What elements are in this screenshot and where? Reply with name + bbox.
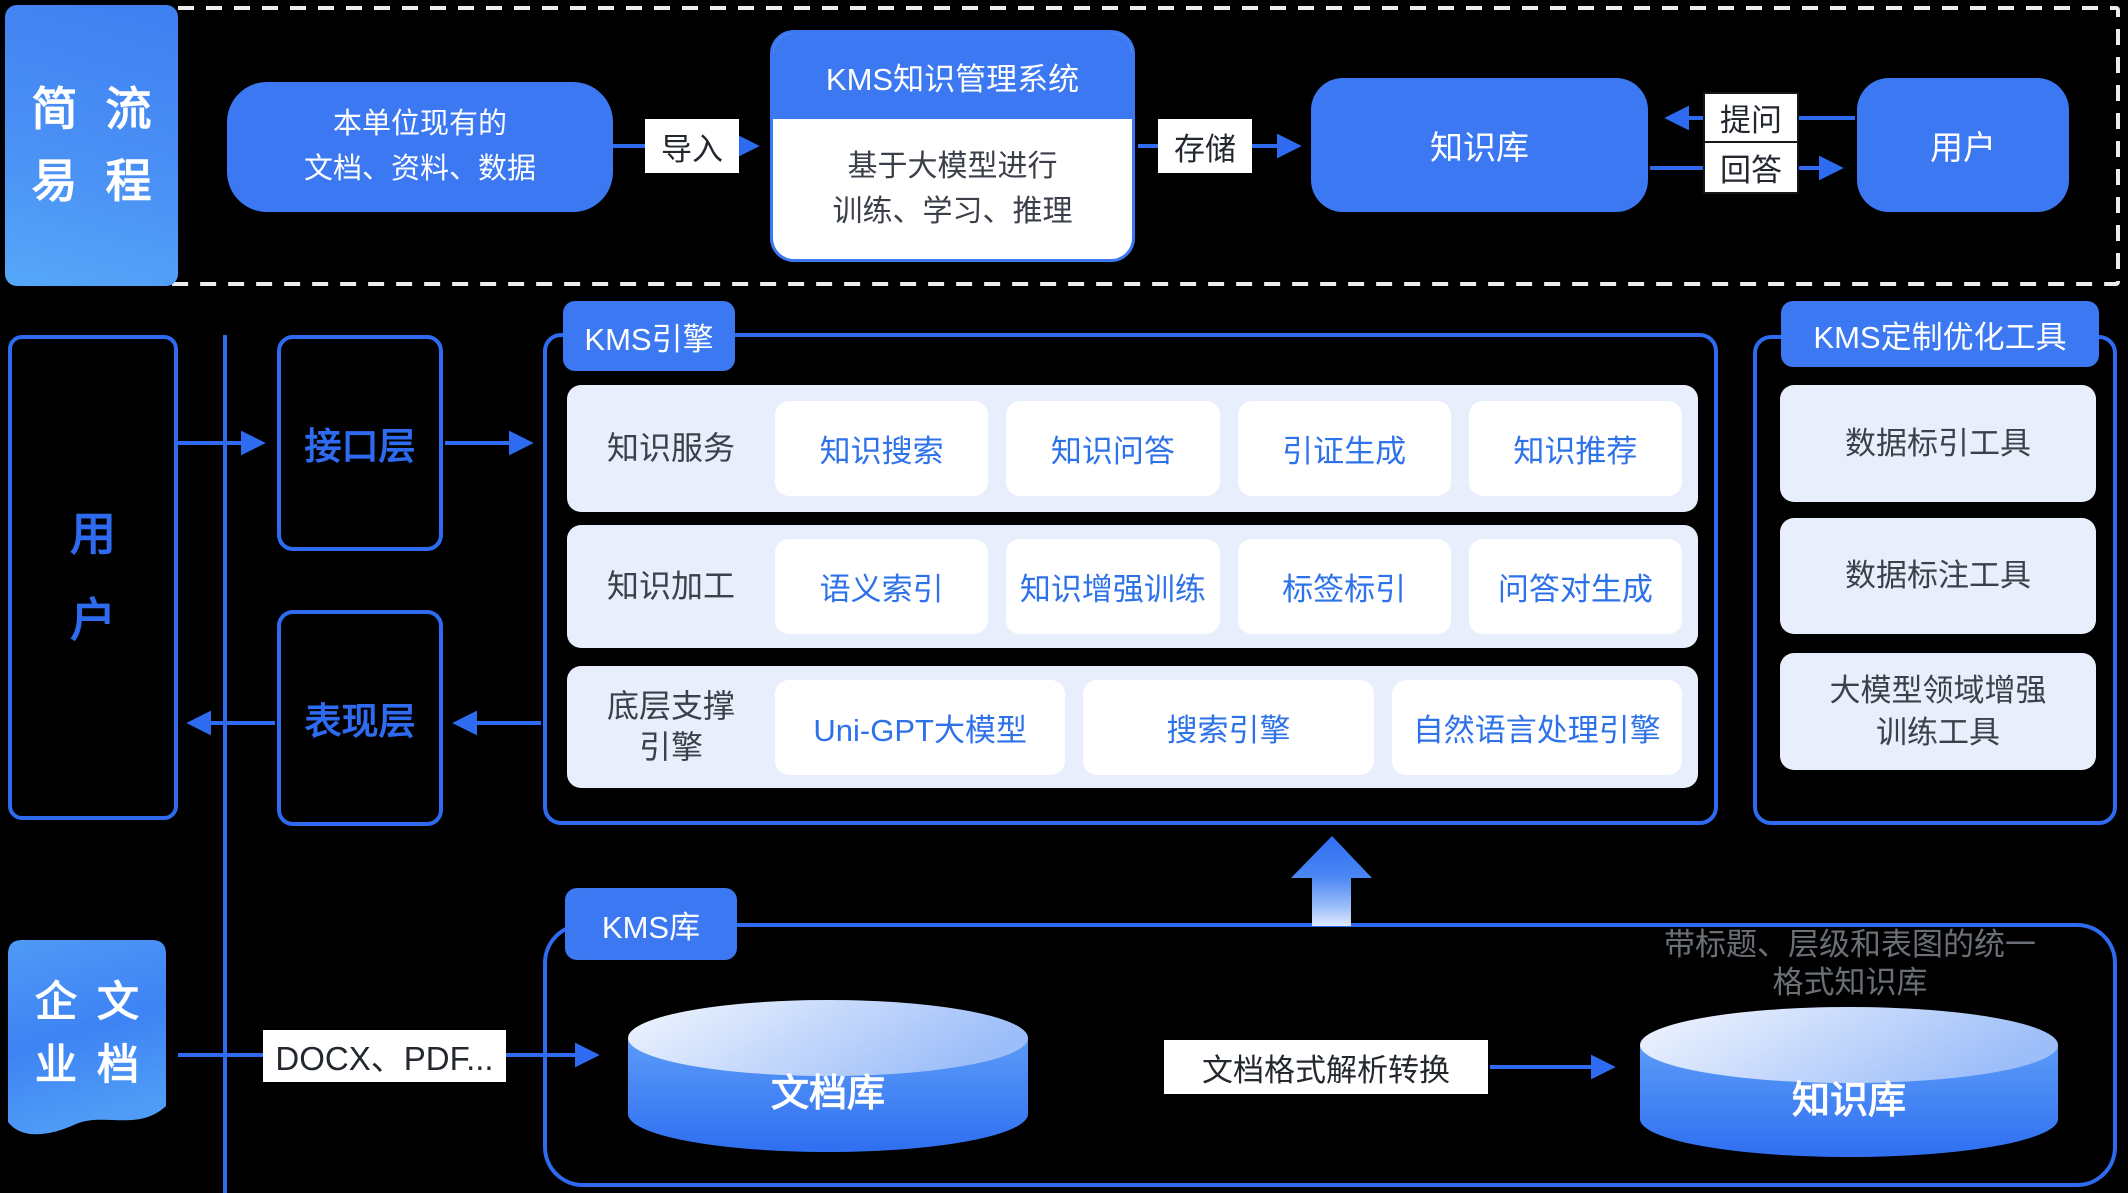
note-line2: 格式知识库 — [1772, 965, 1928, 1000]
interface-layer-box: 接口层 — [277, 335, 443, 551]
up-arrow-icon — [1291, 836, 1372, 926]
engine-chip: 自然语言处理引擎 — [1391, 679, 1682, 775]
engine-row-chips: 语义索引 知识增强训练 标签标引 问答对生成 — [775, 539, 1698, 634]
engine-row-label: 知识服务 — [567, 428, 775, 469]
engine-chip: 语义索引 — [775, 539, 989, 634]
existing-docs-line2: 文档、资料、数据 — [303, 153, 536, 185]
tool-box-llm-domain-training: 大模型领域增强 训练工具 — [1780, 653, 2096, 770]
simple-flow-badge: 简易 流程 — [5, 5, 178, 286]
knowledge-base-box-top: 知识库 — [1311, 78, 1648, 212]
engine-row-chips: 知识搜索 知识问答 引证生成 知识推荐 — [775, 401, 1698, 496]
engine-row-underlying-support: 底层支撑 引擎 Uni-GPT大模型 搜索引擎 自然语言处理引擎 — [567, 666, 1698, 788]
engine-row-chips: Uni-GPT大模型 搜索引擎 自然语言处理引擎 — [775, 679, 1698, 775]
existing-docs-box: 本单位现有的 文档、资料、数据 — [227, 82, 613, 212]
user-vertical-label: 用户 — [70, 508, 116, 646]
engine-chip: 问答对生成 — [1468, 539, 1682, 634]
kms-library-tab: KMS库 — [565, 888, 737, 960]
doc-formats-label: DOCX、PDF... — [263, 1030, 506, 1082]
engine-chip: 知识推荐 — [1468, 401, 1682, 496]
engine-chip: Uni-GPT大模型 — [775, 679, 1066, 775]
doc-db-label: 文档库 — [770, 1073, 885, 1115]
user-box-middle: 用户 — [8, 335, 178, 820]
unified-format-note: 带标题、层级和表图的统一 格式知识库 — [1630, 926, 2070, 1002]
doc-badge-column: 文档 — [96, 978, 139, 1088]
engine-row-knowledge-processing: 知识加工 语义索引 知识增强训练 标签标引 问答对生成 — [567, 525, 1698, 648]
row-label-line1: 知识加工 — [606, 568, 735, 604]
kms-system-body: 基于大模型进行 训练、学习、推理 — [773, 119, 1132, 259]
user-box-top: 用户 — [1857, 78, 2069, 212]
row-label-line1: 底层支撑 — [606, 688, 735, 724]
engine-row-knowledge-service: 知识服务 知识搜索 知识问答 引证生成 知识推荐 — [567, 385, 1698, 512]
engine-chip: 知识搜索 — [775, 401, 989, 496]
engine-chip: 标签标引 — [1237, 539, 1451, 634]
engine-row-label: 知识加工 — [567, 566, 775, 607]
vertical-bus-line — [223, 335, 227, 1193]
kms-engine-panel — [543, 333, 1718, 825]
tool-line1: 数据标引工具 — [1845, 425, 2031, 461]
row-label-line1: 知识服务 — [606, 430, 735, 466]
row-label-line2: 引擎 — [638, 729, 703, 765]
ask-label: 提问 — [1703, 92, 1799, 143]
tool-line1: 大模型领域增强 — [1829, 672, 2047, 708]
store-label: 存储 — [1158, 119, 1252, 173]
engine-row-label: 底层支撑 引擎 — [567, 686, 775, 768]
engine-chip: 知识问答 — [1006, 401, 1220, 496]
kms-system-box: KMS知识管理系统 基于大模型进行 训练、学习、推理 — [770, 30, 1135, 262]
badge-column: 流程 — [105, 83, 152, 207]
doc-badge-column: 企业 — [34, 978, 77, 1088]
tool-box-data-labeling: 数据标注工具 — [1780, 518, 2096, 634]
engine-chip: 搜索引擎 — [1083, 679, 1374, 775]
badge-column: 简易 — [31, 83, 78, 207]
kms-system-title: KMS知识管理系统 — [773, 33, 1132, 119]
knowledge-db-label: 知识库 — [1791, 1080, 1906, 1122]
tool-line2: 训练工具 — [1876, 714, 2000, 750]
kms-engine-tab: KMS引擎 — [563, 301, 735, 371]
answer-label: 回答 — [1703, 141, 1799, 194]
presentation-layer-box: 表现层 — [277, 610, 443, 826]
kms-body-line2: 训练、学习、推理 — [832, 195, 1073, 228]
engine-chip: 引证生成 — [1237, 401, 1451, 496]
note-line1: 带标题、层级和表图的统一 — [1664, 927, 2036, 962]
kms-tools-tab: KMS定制优化工具 — [1781, 301, 2099, 367]
enterprise-doc-label: 企业 文档 — [8, 948, 166, 1118]
existing-docs-line1: 本单位现有的 — [332, 108, 507, 140]
import-label: 导入 — [645, 119, 739, 173]
engine-chip: 知识增强训练 — [1006, 539, 1220, 634]
tool-box-data-indexing: 数据标引工具 — [1780, 385, 2096, 502]
kms-body-line1: 基于大模型进行 — [847, 150, 1058, 183]
tool-line1: 数据标注工具 — [1845, 558, 2031, 593]
format-convert-label: 文档格式解析转换 — [1164, 1040, 1488, 1094]
